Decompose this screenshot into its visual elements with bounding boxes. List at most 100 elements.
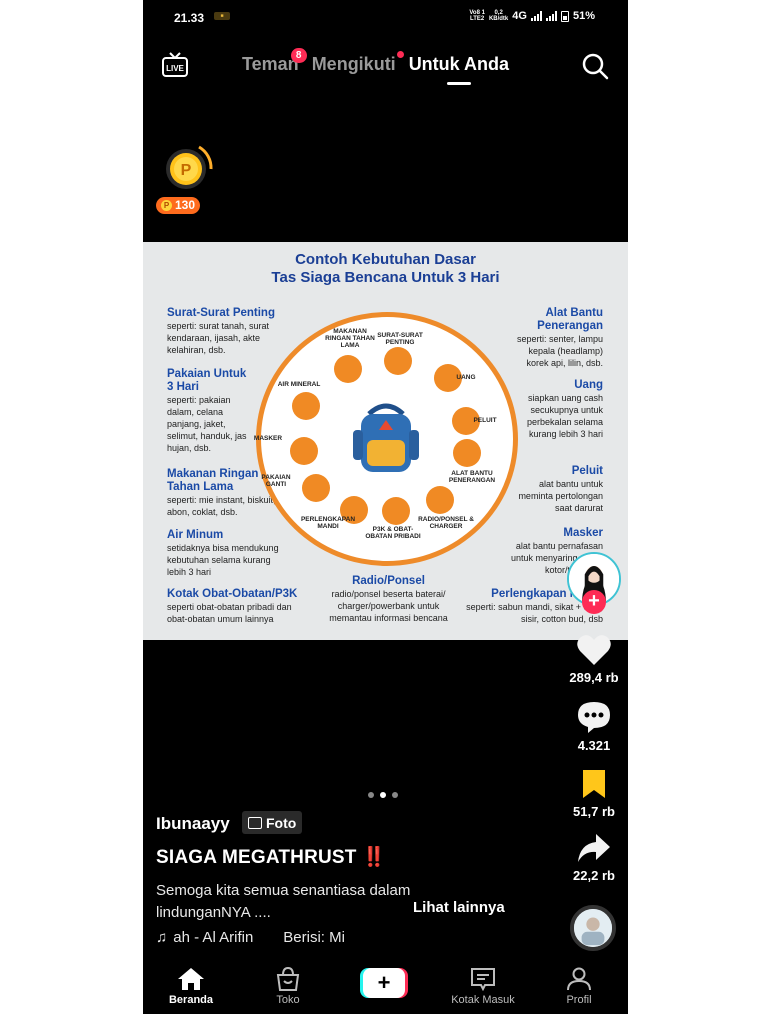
- flashlight-icon: [453, 439, 481, 467]
- signal-bars-2-icon: [545, 11, 557, 21]
- poster-title-2: Tas Siaga Bencana Untuk 3 Hari: [271, 269, 500, 286]
- label-radio: RADIO/PONSEL & CHARGER: [418, 516, 474, 530]
- signal-type: 4G: [512, 10, 527, 22]
- save-count: 51,7 rb: [573, 804, 615, 819]
- label-uang: UANG: [456, 374, 476, 381]
- profile-icon: [567, 967, 591, 991]
- music-ticker[interactable]: ♫ ah - Al Arifin Berisi: Mi: [156, 929, 345, 946]
- comment-icon: [578, 702, 610, 733]
- status-time: 21.33: [174, 11, 205, 25]
- friends-badge: 8: [290, 48, 307, 63]
- poster-right-item-1: Alat Bantu Penerangan seperti: senter, l…: [516, 307, 603, 368]
- like-button[interactable]: 289,4 rb: [561, 634, 627, 685]
- label-p3k: P3K & OBAT-OBATAN PRIBADI: [365, 526, 421, 540]
- home-icon: [178, 968, 204, 990]
- following-dot: [396, 51, 404, 58]
- tab-untuk-anda[interactable]: Untuk Anda: [408, 54, 510, 85]
- coin-points[interactable]: P 130: [156, 197, 201, 214]
- label-penerangan: ALAT BANTU PENERANGAN: [448, 470, 496, 484]
- nav-profil[interactable]: Profil: [539, 967, 619, 1006]
- battery-level: 51%: [572, 10, 595, 22]
- label-air: AIR MINERAL: [277, 381, 321, 388]
- poster-right-item-3: Peluit alat bantu untuk meminta pertolon…: [518, 465, 603, 513]
- nav-toko[interactable]: Toko: [248, 967, 328, 1006]
- plus-icon: +: [363, 968, 405, 998]
- search-icon[interactable]: [581, 52, 609, 80]
- carousel-dots: [368, 792, 398, 798]
- see-more-link[interactable]: Lihat lainnya: [413, 899, 505, 916]
- post-description: Semoga kita semua senantiasa dalam lindu…: [156, 882, 411, 921]
- creator-avatar[interactable]: [567, 552, 621, 606]
- nav-kotak-masuk[interactable]: Kotak Masuk: [443, 967, 523, 1006]
- poster-left-item-2: Pakaian Untuk 3 Hari seperti: pakaian da…: [167, 368, 247, 453]
- poster-right-item-2: Uang siapkan uang cash secukupnya untuk …: [526, 379, 603, 439]
- poster-left-item-4: Air Minum setidaknya bisa mendukung kebu…: [167, 529, 279, 577]
- album-art-icon: [574, 909, 612, 947]
- inbox-icon: [471, 968, 495, 991]
- bag-contents-diagram: MAKANAN RINGAN TAHAN LAMA SURAT-SURAT PE…: [254, 312, 518, 566]
- avatar-illustration-icon: [569, 554, 619, 604]
- post-image[interactable]: Contoh Kebutuhan Dasar Tas Siaga Bencana…: [143, 242, 628, 640]
- signal-bars-icon: [530, 11, 542, 21]
- poster-left-item-5: Kotak Obat-Obatan/P3K seperti obat-obata…: [167, 588, 298, 624]
- svg-text:LIVE: LIVE: [166, 64, 184, 73]
- carousel-dot: [392, 792, 398, 798]
- shopping-bag-icon: [276, 967, 300, 991]
- comment-button[interactable]: 4.321: [561, 700, 627, 753]
- save-button[interactable]: 51,7 rb: [561, 768, 627, 819]
- toiletries-icon: [340, 496, 368, 524]
- clothes-icon: [302, 474, 330, 502]
- share-count: 22,2 rb: [573, 868, 615, 883]
- mask-icon: [290, 437, 318, 465]
- photo-type-chip: Foto: [242, 811, 303, 834]
- label-perlengkapan: PERLENGKAPAN MANDI: [300, 516, 356, 530]
- poster-left-item-1: Surat-Surat Penting seperti: surat tanah…: [167, 307, 275, 355]
- carousel-dot-active: [380, 792, 386, 798]
- post-headline: SIAGA MEGATHRUST ‼️: [156, 847, 386, 868]
- label-surat: SURAT-SURAT PENTING: [377, 332, 423, 346]
- label-masker: MASKER: [253, 435, 283, 442]
- first-aid-icon: [382, 497, 410, 525]
- share-button[interactable]: 22,2 rb: [561, 832, 627, 883]
- follow-plus-button[interactable]: +: [582, 590, 606, 614]
- money-icon: [434, 364, 462, 392]
- food-icon: [334, 355, 362, 383]
- battery-icon: [560, 10, 569, 22]
- water-bottle-icon: [292, 392, 320, 420]
- bookmark-icon: [583, 770, 605, 798]
- music-disc[interactable]: [570, 905, 616, 951]
- svg-text:P: P: [181, 162, 192, 179]
- carousel-dot: [368, 792, 374, 798]
- app-notification-icon: ■: [214, 12, 230, 20]
- nav-beranda[interactable]: Beranda: [151, 967, 231, 1006]
- poster-title-1: Contoh Kebutuhan Dasar: [295, 251, 476, 268]
- comment-count: 4.321: [577, 738, 611, 753]
- poster-center-item: Radio/Ponsel radio/ponsel beserta batera…: [329, 575, 448, 623]
- create-post-button[interactable]: +: [360, 968, 408, 998]
- live-tv-icon[interactable]: LIVE: [161, 52, 189, 78]
- heart-icon: [577, 635, 611, 665]
- tab-mengikuti[interactable]: Mengikuti: [312, 51, 404, 75]
- poster-left-item-3: Makanan Ringan Tahan Lama seperti: mie i…: [167, 468, 276, 517]
- author-name[interactable]: Ibunaayy: [156, 814, 230, 833]
- coin-reward-icon[interactable]: P: [159, 142, 213, 196]
- feed-tabs: Teman 8 Mengikuti Untuk Anda: [242, 48, 510, 85]
- music-note-icon: ♫: [156, 929, 168, 946]
- points-coin-icon: P: [161, 200, 172, 211]
- label-makanan: MAKANAN RINGAN TAHAN LAMA: [325, 328, 375, 349]
- backpack-icon: [353, 403, 419, 472]
- documents-icon: [384, 347, 412, 375]
- radio-icon: [426, 486, 454, 514]
- share-arrow-icon: [578, 834, 610, 862]
- tab-teman[interactable]: Teman 8: [242, 48, 307, 75]
- image-icon: [248, 816, 262, 829]
- label-peluit: PELUIT: [473, 417, 497, 424]
- like-count: 289,4 rb: [569, 670, 619, 685]
- label-pakaian: PAKAIAN GANTI: [261, 474, 291, 488]
- whistle-icon: [452, 407, 480, 435]
